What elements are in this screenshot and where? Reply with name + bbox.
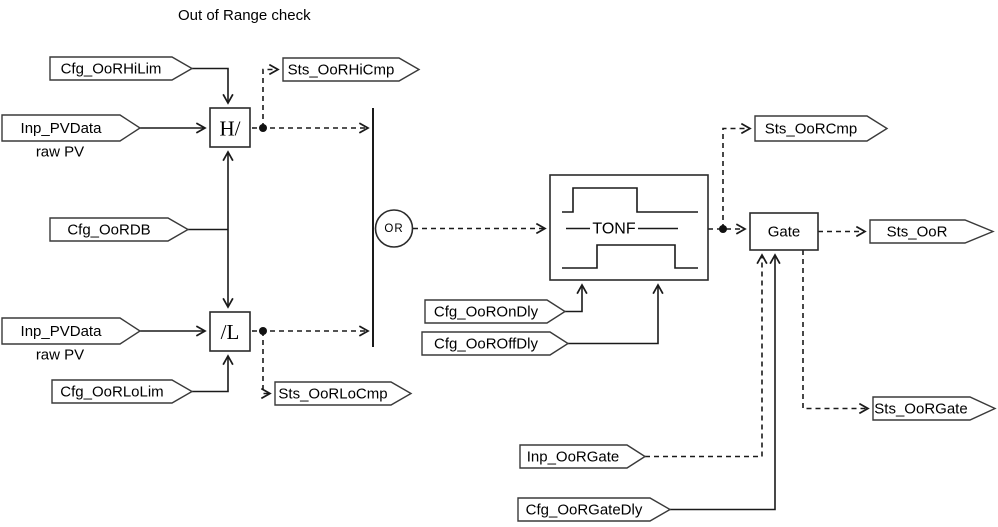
output-tag-shape (282, 57, 421, 82)
input-tag-cfg-oorhilim: Cfg_OoRHiLim (49, 56, 194, 81)
block-low-limit (209, 311, 251, 352)
input-tag-shape (519, 444, 647, 469)
output-tag-shape (274, 381, 413, 406)
input-tag-label: Cfg_OoRDB (67, 222, 150, 239)
output-tag-sts-oorcmp: Sts_OoRCmp (754, 115, 889, 142)
output-tag-label: Sts_OoRLoCmp (278, 386, 387, 403)
input-tag-shape (1, 114, 142, 142)
output-tag-shape (869, 219, 995, 244)
input-tag-inp-pvdata-bottom: Inp_PVData raw PV (1, 317, 142, 364)
wire-hi-block-to-sts-oorhicmp (262, 63, 280, 128)
input-tag-label: Cfg_OoROnDly (434, 304, 539, 321)
block-low-limit-label: /L (221, 320, 240, 344)
input-tag-inp-oorgate: Inp_OoRGate (519, 444, 647, 469)
output-tag-label: Sts_OoR (887, 224, 948, 241)
diagram-title: Out of Range check (178, 7, 311, 24)
input-tag-cfg-ooroffdly: Cfg_OoROffDly (421, 331, 570, 356)
wire-cfg-oorhilim-to-hi-block (192, 67, 234, 105)
output-tag-sts-oorlocmp: Sts_OoRLoCmp (274, 381, 413, 406)
output-tag-sts-oorhicmp: Sts_OoRHiCmp (282, 57, 421, 82)
input-tag-cfg-oorgatedly: Cfg_OoRGateDly (517, 497, 672, 522)
input-tag-label: Cfg_OoRGateDly (526, 502, 643, 519)
wire-lo-block-to-sts-oorlocmp (260, 331, 272, 400)
input-tag-label: Cfg_OoRHiLim (61, 61, 162, 78)
timer-input-waveform (562, 187, 698, 213)
input-tag-label: Inp_OoRGate (527, 449, 620, 466)
junction-dot-lo (259, 327, 267, 335)
output-tag-label: Sts_OoRCmp (765, 121, 858, 138)
wire-cfg-oorondly-to-timer (565, 283, 588, 313)
input-tag-cfg-oorlolim: Cfg_OoRLoLim (51, 379, 194, 404)
block-timer-label: TONF (592, 221, 635, 238)
junction-dot-hi (259, 124, 267, 132)
junction-dot-timer-out (719, 225, 727, 233)
input-tag-shape (421, 331, 570, 356)
input-tag-shape (49, 56, 194, 81)
input-tag-shape (424, 299, 567, 324)
input-tag-shape (517, 497, 672, 522)
output-tag-label: Sts_OoRGate (874, 401, 967, 418)
block-high-limit-label: H/ (220, 117, 241, 141)
wire-gate-to-sts-oorgate (802, 250, 870, 415)
input-tag-shape (1, 317, 142, 345)
block-timer (549, 174, 709, 281)
block-gate-label: Gate (768, 224, 801, 241)
wire-cfg-ooroffdly-to-timer (568, 283, 664, 345)
output-tag-shape (872, 396, 997, 421)
output-tag-sts-oorgate: Sts_OoRGate (872, 396, 997, 421)
block-high-limit (209, 107, 251, 148)
output-tag-sts-oor: Sts_OoR (869, 219, 995, 244)
input-tag-label: Inp_PVData (21, 120, 103, 137)
input-tag-label: Cfg_OoRLoLim (60, 384, 163, 401)
output-tag-shape (754, 115, 889, 142)
input-tag-label: Inp_PVData (21, 323, 103, 340)
block-gate (749, 212, 819, 251)
output-tag-label: Sts_OoRHiCmp (288, 62, 395, 79)
raw-pv-note: raw PV (36, 144, 84, 161)
input-tag-shape (51, 379, 194, 404)
or-label: OR (384, 223, 403, 235)
input-tag-cfg-oordb: Cfg_OoRDB (49, 217, 190, 242)
input-tag-shape (49, 217, 190, 242)
input-tag-label: Cfg_OoROffDly (434, 336, 538, 353)
input-tag-inp-pvdata-top: Inp_PVData raw PV (1, 114, 142, 161)
wire-cfg-oorgatedly-to-gate (670, 253, 781, 511)
raw-pv-note: raw PV (36, 347, 84, 364)
or-circle (374, 209, 414, 248)
wire-inp-oorgate-to-gate (645, 253, 768, 458)
wire-cfg-oorlolim-to-lo-block (192, 354, 234, 393)
timer-output-waveform (562, 244, 698, 269)
wire-timer-to-sts-oorcmp (722, 122, 752, 229)
input-tag-cfg-oorondly: Cfg_OoROnDly (424, 299, 567, 324)
